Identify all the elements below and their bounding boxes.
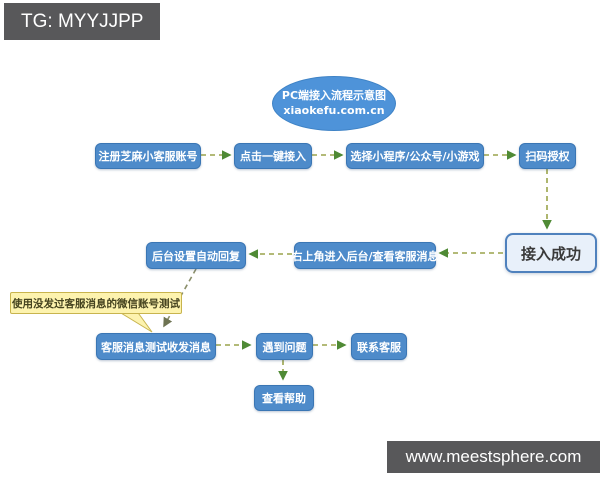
flow-node-auto-reply: 后台设置自动回复 (146, 242, 246, 269)
diagram-title-ellipse: PC端接入流程示意图 xiaokefu.com.cn (272, 76, 396, 131)
watermark-top-banner: TG: MYYJJPP (4, 3, 161, 40)
flow-node-view-help: 查看帮助 (254, 385, 314, 411)
callout-note: 使用没发过客服消息的微信账号测试 (10, 292, 182, 314)
flow-node-backend-enter: 右上角进入后台/查看客服消息 (291, 242, 439, 269)
diagram-title-line2: xiaokefu.com.cn (283, 103, 385, 117)
watermark-bottom-banner: www.meestsphere.com (387, 441, 600, 473)
flow-node-choose-type: 选择小程序/公众号/小游戏 (346, 143, 484, 169)
flow-node-scan-auth: 扫码授权 (519, 143, 576, 169)
arrow-autoreply-to-testmsg (163, 268, 197, 328)
watermark-bottom-text: www.meestsphere.com (405, 447, 582, 466)
flow-node-contact-support: 联系客服 (351, 333, 407, 360)
diagram-title-line1: PC端接入流程示意图 (281, 88, 387, 102)
flow-node-test-message: 客服消息测试收发消息 (96, 333, 216, 360)
flow-node-one-click: 点击一键接入 (234, 143, 312, 169)
flow-node-success: 接入成功 (505, 233, 597, 273)
flow-node-problem: 遇到问题 (256, 333, 313, 360)
watermark-top-text: TG: MYYJJPP (21, 10, 144, 32)
flow-node-register: 注册芝麻小客服账号 (95, 143, 201, 169)
